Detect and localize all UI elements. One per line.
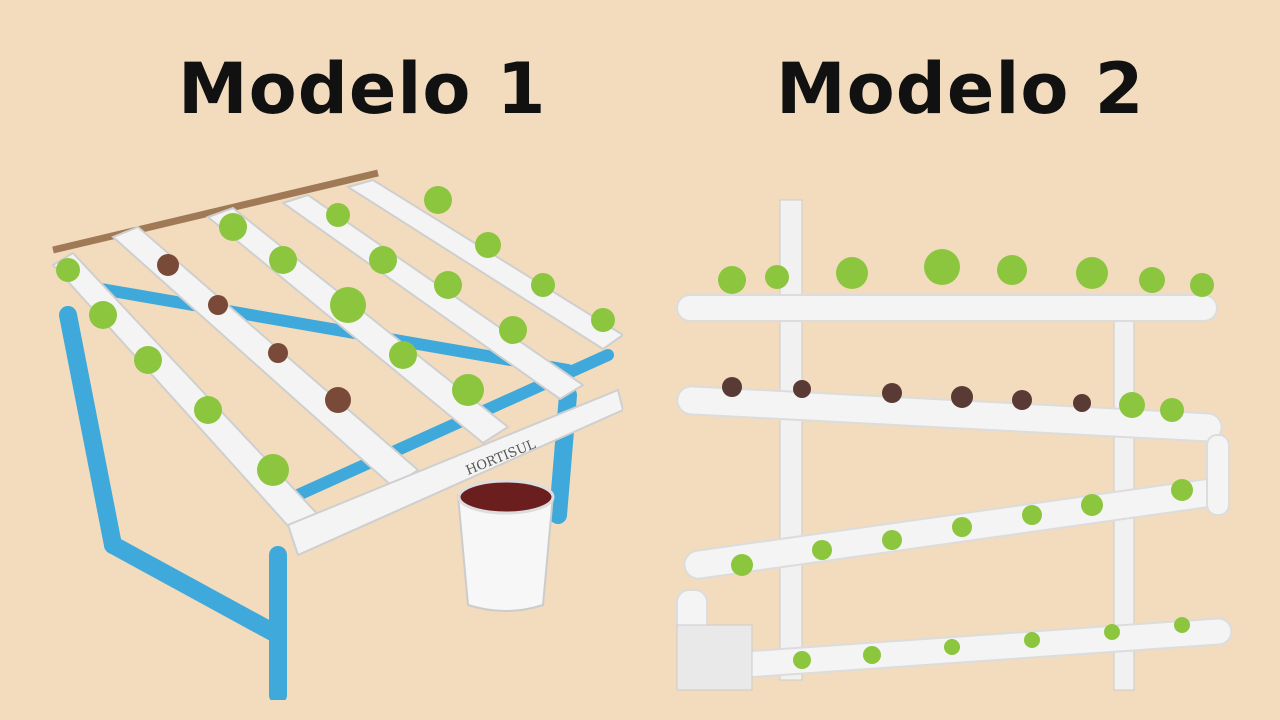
- blue-frame: [59, 279, 614, 700]
- red-pipe-plants: [722, 377, 1091, 412]
- red-lettuce-plants: [157, 254, 351, 413]
- pvc-pipes: [676, 294, 1233, 679]
- title-modelo-1: Modelo 1: [178, 48, 547, 130]
- reservoir-box: [676, 624, 753, 691]
- grow-channels: [51, 178, 623, 557]
- pipe-plants: [718, 249, 1214, 669]
- wooden-rail: [52, 169, 379, 254]
- title-modelo-2: Modelo 2: [776, 48, 1145, 130]
- hydroponic-pipes-photo: [676, 199, 1233, 691]
- hydroponic-table-photo: HORTISUL: [51, 169, 623, 700]
- lettuce-plants: [56, 186, 615, 486]
- nutrient-bucket: [456, 479, 555, 612]
